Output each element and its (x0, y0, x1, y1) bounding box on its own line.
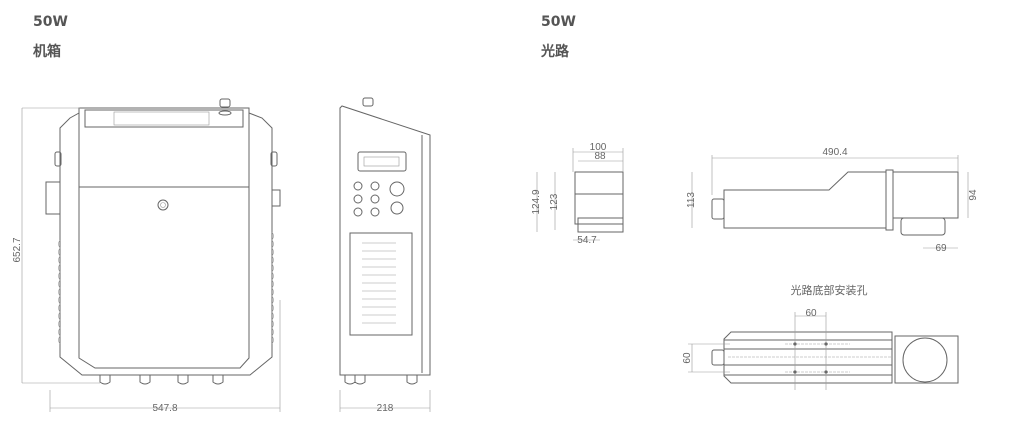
end-height-outer-dim: 124.9 (531, 189, 542, 214)
optics-end-view (536, 148, 624, 241)
chassis-power-label: 50W (33, 14, 68, 30)
head-height-dim: 94 (968, 189, 979, 201)
chassis-title: 机箱 (33, 44, 61, 60)
hole-spacing-x-dim: 60 (805, 308, 817, 319)
end-height-inner-dim: 123 (549, 193, 560, 210)
chassis-width-dim: 547.8 (152, 403, 177, 414)
chassis-front-view (21, 98, 281, 412)
body-height-dim: 113 (686, 192, 697, 208)
hole-spacing-y-dim: 60 (682, 352, 693, 364)
chassis-side-view (339, 97, 431, 412)
knob-icon (219, 98, 231, 108)
lens-offset-dim: 69 (935, 243, 947, 254)
optics-side-view (691, 155, 969, 249)
chassis-height-dim: 652.7 (12, 237, 23, 262)
end-width-outer-dim: 100 (590, 142, 607, 153)
chassis-depth-dim: 218 (377, 403, 394, 414)
optics-title: 光路 (541, 44, 569, 60)
end-width-inner-dim: 88 (594, 151, 606, 162)
optics-power-label: 50W (541, 14, 576, 30)
end-offset-dim: 54.7 (577, 235, 597, 246)
mounting-caption: 光路底部安装孔 (791, 283, 868, 297)
optics-length-dim: 490.4 (822, 147, 847, 158)
optics-bottom-view (688, 312, 959, 390)
